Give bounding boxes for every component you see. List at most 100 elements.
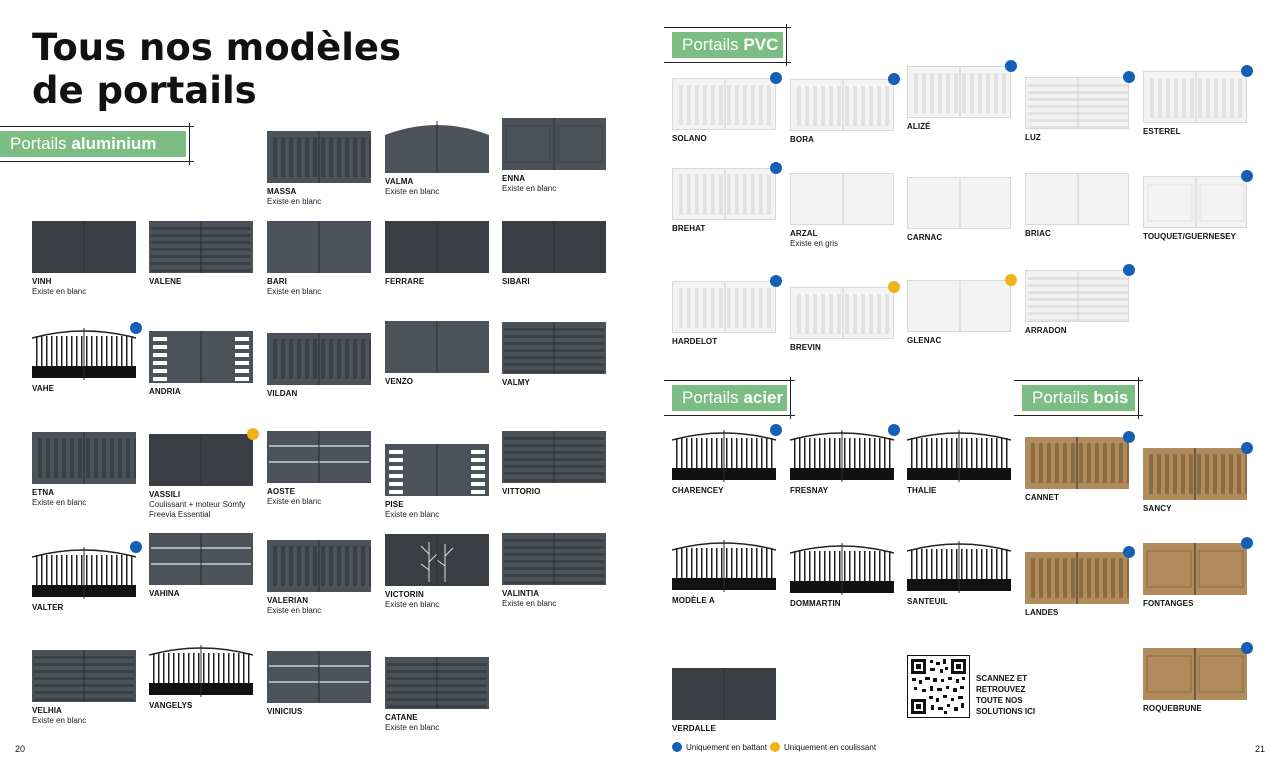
section-label-pvc: Portails PVC: [664, 24, 791, 66]
section-prefix: Portails: [10, 134, 72, 153]
gate-image: [385, 444, 489, 496]
gate-image: [1025, 173, 1129, 225]
gate-name: SOLANO: [672, 134, 707, 143]
gate-name: VICTORIN: [385, 590, 424, 599]
gate-name: VALINTIA: [502, 589, 540, 598]
gate-note: Existe en blanc: [267, 197, 322, 206]
gate-image: [32, 221, 136, 273]
gate-image: [502, 118, 606, 170]
gate-name: THALIE: [907, 486, 937, 495]
blue-dot-icon: [130, 541, 142, 553]
gate-image: [907, 541, 1011, 593]
gate-image: [32, 432, 136, 484]
blue-dot-icon: [1123, 431, 1135, 443]
gate-image: [907, 66, 1011, 118]
gate-image: [790, 79, 894, 131]
gate-image: [149, 331, 253, 383]
gate-name: VANGELYS: [149, 701, 193, 710]
gate-image: [267, 431, 371, 483]
gate-image: [1025, 437, 1129, 489]
gate-name: HARDELOT: [672, 337, 718, 346]
blue-dot-icon: [888, 73, 900, 85]
gate-image: [149, 434, 253, 486]
blue-dot-icon: [1241, 442, 1253, 454]
section-bold: bois: [1093, 388, 1129, 407]
gate-image: [1143, 448, 1247, 500]
gate-image: [267, 221, 371, 273]
gate-name: SIBARI: [502, 277, 530, 286]
yellow-dot-icon: [770, 742, 780, 752]
section-prefix: Portails: [1032, 388, 1094, 407]
gate-name: ARRADON: [1025, 326, 1067, 335]
gate-image: [672, 430, 776, 482]
gate-name: VALMY: [502, 378, 530, 387]
gate-name: CHARENCEY: [672, 486, 724, 495]
gate-name: BARI: [267, 277, 287, 286]
section-label-aluminium: Portails aluminium: [0, 123, 194, 165]
gate-image: [32, 328, 136, 380]
blue-dot-icon: [770, 424, 782, 436]
yellow-dot-icon: [1005, 274, 1017, 286]
gate-image: [1143, 176, 1247, 228]
section-prefix: Portails: [682, 388, 744, 407]
blue-dot-icon: [888, 424, 900, 436]
page-title-line2: de portails: [32, 69, 257, 112]
gate-image: [790, 543, 894, 595]
gate-image: [907, 177, 1011, 229]
gate-name: ETNA: [32, 488, 55, 497]
gate-name: CATANE: [385, 713, 418, 722]
gate-image: [502, 322, 606, 374]
gate-name: FERRARE: [385, 277, 425, 286]
page-title-line1: Tous nos modèles: [32, 26, 402, 69]
blue-dot-icon: [1241, 65, 1253, 77]
gate-name: PISE: [385, 500, 404, 509]
gate-name: DOMMARTIN: [790, 599, 841, 608]
gate-image: [385, 657, 489, 709]
gate-image: [267, 131, 371, 183]
gate-image: [502, 533, 606, 585]
gate-note: Coulissant + moteur Somfy Freevia Essent…: [149, 500, 246, 519]
gate-image: [672, 168, 776, 220]
blue-dot-icon: [770, 72, 782, 84]
page-title: Tous nos modèles de portails: [32, 26, 401, 112]
gate-name: VITTORIO: [502, 487, 541, 496]
section-prefix: Portails: [682, 35, 744, 54]
gate-name: BREHAT: [672, 224, 706, 233]
gate-image: [1143, 543, 1247, 595]
gate-name: VELHIA: [32, 706, 62, 715]
gate-name: VENZO: [385, 377, 414, 386]
blue-dot-icon: [770, 275, 782, 287]
gate-image: [385, 221, 489, 273]
gate-image: [1143, 71, 1247, 123]
section-bold: aluminium: [71, 134, 157, 153]
gate-image: [267, 333, 371, 385]
blue-dot-icon: [1123, 71, 1135, 83]
gate-name: FONTANGES: [1143, 599, 1194, 608]
gate-note: Existe en blanc: [267, 606, 322, 615]
gate-name: SANCY: [1143, 504, 1172, 513]
gate-name: LANDES: [1025, 608, 1059, 617]
page-number-right: 21: [1255, 744, 1266, 754]
gate-name: VILDAN: [267, 389, 298, 398]
qr-code-icon[interactable]: [907, 655, 970, 718]
gate-image: [672, 78, 776, 130]
gate-image: [32, 650, 136, 702]
blue-dot-icon: [1241, 170, 1253, 182]
gate-name: ANDRIA: [149, 387, 181, 396]
section-label-acier: Portails acier: [664, 377, 795, 419]
gate-image: [149, 221, 253, 273]
gate-name: CARNAC: [907, 233, 943, 242]
gate-name: ROQUEBRUNE: [1143, 704, 1202, 713]
gate-name: GLENAC: [907, 336, 942, 345]
gate-name: MASSA: [267, 187, 297, 196]
blue-dot-icon: [1241, 537, 1253, 549]
gate-name: VALTER: [32, 603, 64, 612]
gate-note: Existe en blanc: [32, 716, 87, 725]
gate-name: ENNA: [502, 174, 526, 183]
gate-image: [1025, 77, 1129, 129]
blue-dot-icon: [1005, 60, 1017, 72]
gate-name: ALIZÉ: [907, 122, 931, 131]
gate-image: [790, 173, 894, 225]
gate-name: BREVIN: [790, 343, 821, 352]
